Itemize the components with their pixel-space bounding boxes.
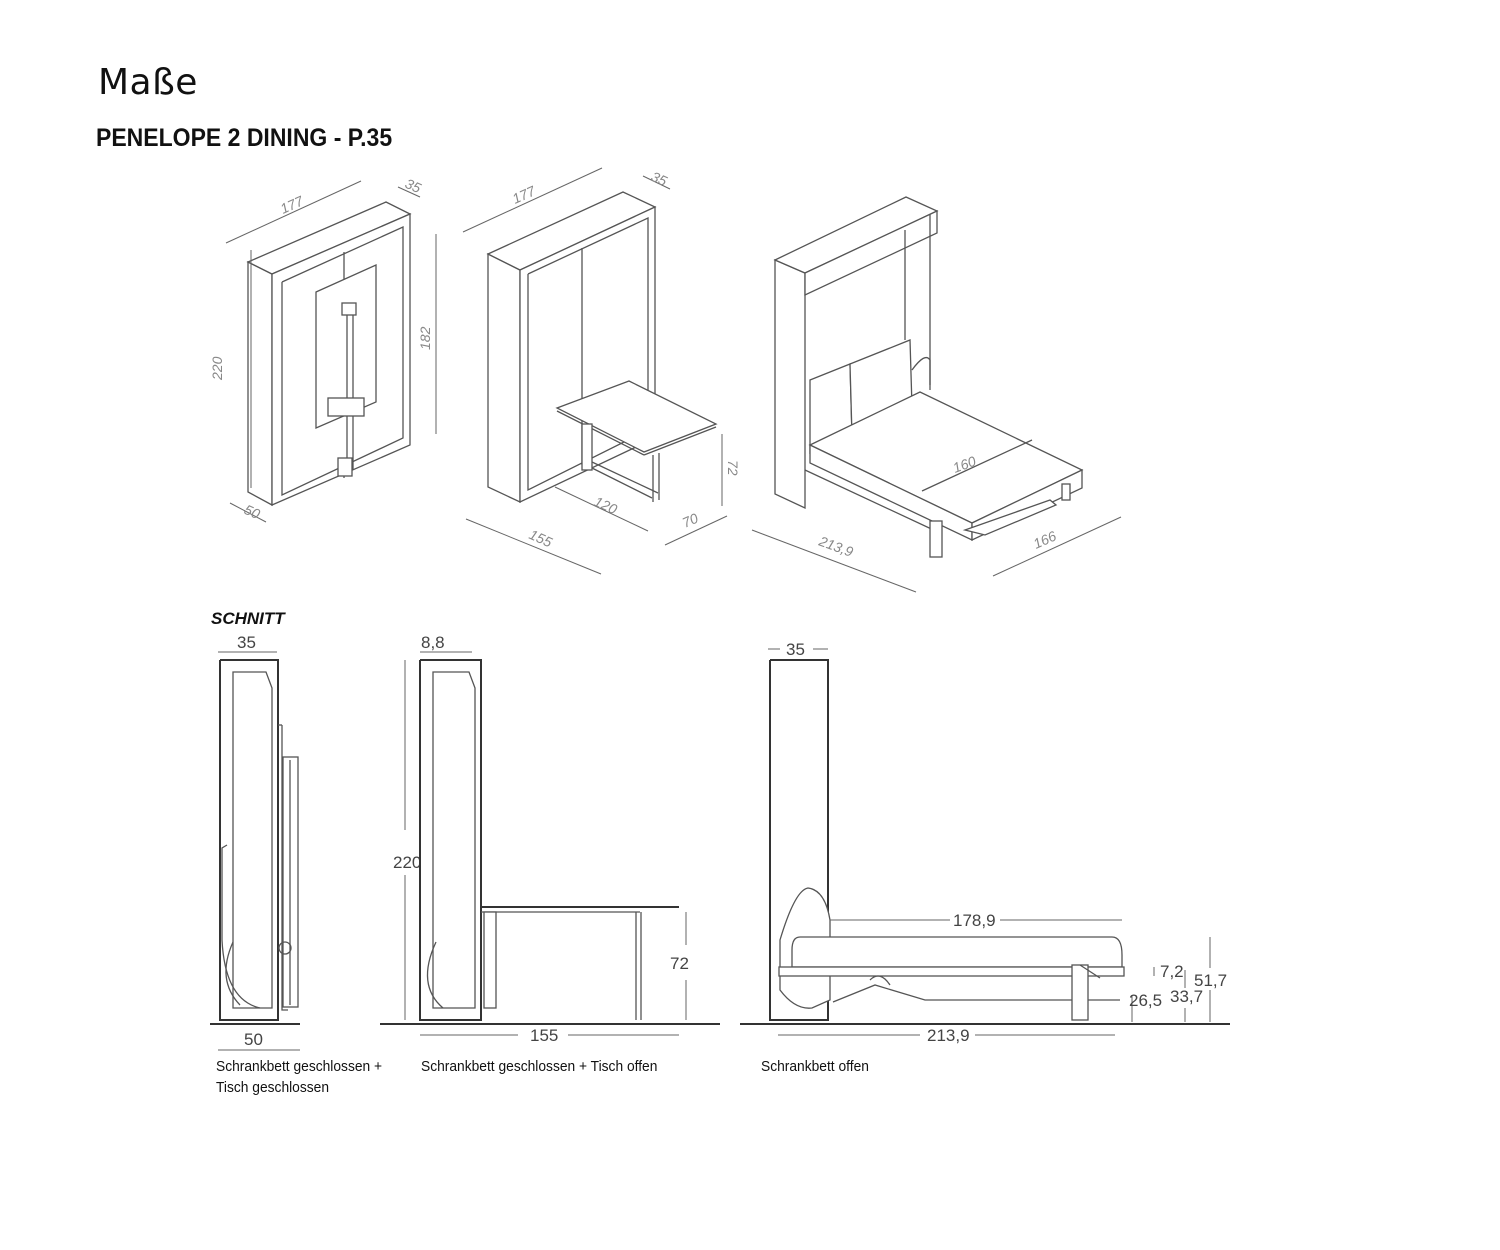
dim-table-width: 120 bbox=[592, 493, 620, 517]
dim-width: 177 bbox=[510, 182, 539, 207]
dim-mattress-top: 33,7 bbox=[1170, 987, 1203, 1006]
section-view-table-open: 8,8 220 72 155 bbox=[380, 633, 720, 1045]
dim-depth: 35 bbox=[403, 175, 424, 196]
dim-base: 50 bbox=[242, 501, 263, 522]
caption-closed-line2: Tisch geschlossen bbox=[216, 1079, 330, 1096]
iso-view-table-open: 177 35 72 120 70 155 bbox=[462, 167, 741, 575]
dim-total-height: 51,7 bbox=[1194, 971, 1227, 990]
caption-closed: Schrankbett geschlossen + Tisch geschlos… bbox=[216, 1056, 382, 1098]
dim-base: 213,9 bbox=[816, 532, 856, 559]
dim-leg-height: 26,5 bbox=[1129, 991, 1162, 1010]
page-title: Maße bbox=[98, 62, 198, 103]
dim-height: 220 bbox=[209, 356, 225, 381]
dim-inner-height: 182 bbox=[417, 326, 433, 350]
caption-closed-line1: Schrankbett geschlossen + bbox=[216, 1058, 383, 1075]
dim-top: 35 bbox=[786, 640, 805, 659]
dim-table-height: 72 bbox=[670, 954, 689, 973]
dim-width: 177 bbox=[278, 192, 307, 217]
dim-base: 155 bbox=[527, 526, 555, 550]
caption-table-open: Schrankbett geschlossen + Tisch offen bbox=[421, 1058, 658, 1075]
section-view-closed: 35 50 bbox=[210, 633, 300, 1051]
dim-bottom: 50 bbox=[244, 1030, 263, 1049]
iso-view-bed-open: 213,9 160 166 bbox=[751, 196, 1122, 593]
section-label: SCHNITT bbox=[211, 609, 285, 628]
section-view-bed-open: 35 178,9 213,9 7,2 51,7 26,5 33,7 bbox=[740, 640, 1230, 1045]
dim-height: 220 bbox=[393, 853, 421, 872]
dim-base: 213,9 bbox=[927, 1026, 970, 1045]
dim-table-depth: 70 bbox=[680, 510, 701, 531]
dim-base: 155 bbox=[530, 1026, 558, 1045]
dim-table-height: 72 bbox=[725, 460, 741, 476]
dim-mattress: 160 bbox=[951, 453, 979, 476]
caption-bed-open: Schrankbett offen bbox=[761, 1058, 869, 1075]
dim-top: 35 bbox=[237, 633, 256, 652]
dim-top: 8,8 bbox=[421, 633, 445, 652]
dim-frame-height: 7,2 bbox=[1160, 962, 1184, 981]
iso-view-closed: 177 35 220 182 50 bbox=[209, 175, 437, 523]
dim-bed-length: 178,9 bbox=[953, 911, 996, 930]
dim-depth: 35 bbox=[649, 168, 670, 189]
product-title: PENELOPE 2 DINING - P.35 bbox=[96, 124, 393, 152]
